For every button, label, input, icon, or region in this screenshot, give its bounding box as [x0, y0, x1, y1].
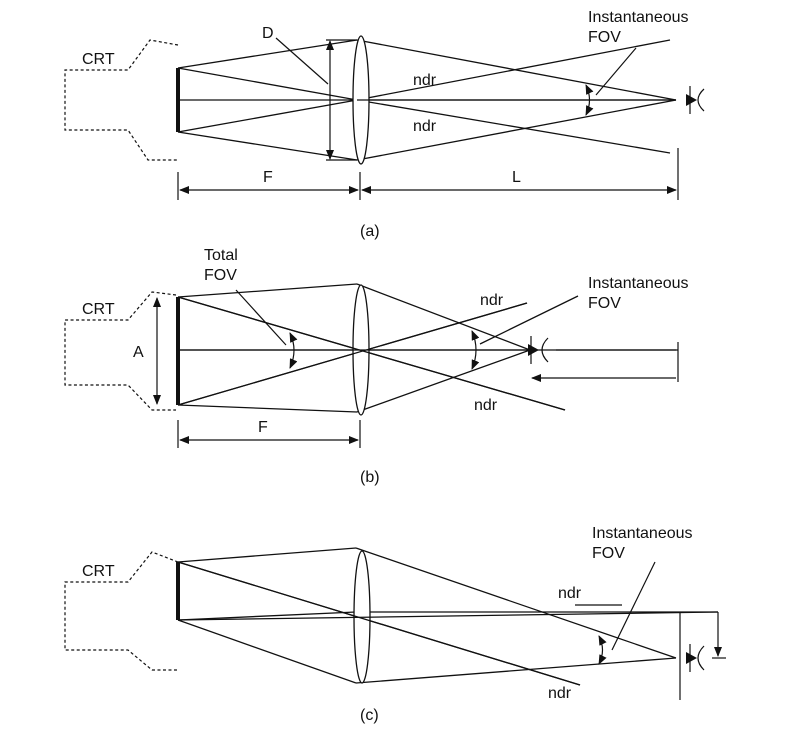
crt-outline-c	[64, 551, 179, 671]
inst-fov-line1-b: Instantaneous	[588, 275, 689, 292]
distance-label-a: L	[512, 169, 521, 186]
inst-fov-arc-c	[598, 635, 607, 665]
aperture-label: D	[262, 25, 274, 42]
screen-label: A	[133, 344, 144, 361]
inst-fov-arc-b	[471, 330, 480, 370]
focal-label-a: F	[263, 169, 273, 186]
aperture-leader	[275, 37, 329, 85]
crt-label-a: CRT	[82, 51, 115, 68]
inst-fov-line1-c: Instantaneous	[592, 525, 693, 542]
caption-a: (a)	[360, 223, 380, 240]
ray-label-upper-c: ndr	[558, 585, 582, 602]
inst-fov-leader-a	[595, 47, 637, 96]
inst-fov-arc-a	[585, 84, 594, 116]
inst-fov-line2-c: FOV	[592, 545, 625, 562]
caption-c: (c)	[360, 707, 379, 724]
caption-b: (b)	[360, 469, 380, 486]
total-fov-leader	[235, 289, 287, 346]
ray-label-lower-c: ndr	[548, 685, 572, 702]
ray-label-upper-b: ndr	[480, 292, 504, 309]
total-fov-line1: Total	[204, 247, 238, 264]
total-fov-line2: FOV	[204, 267, 237, 284]
panel-b: CRT A Total FOV ndr ndr Instantaneous FO	[64, 247, 689, 486]
crt-outline-a	[64, 39, 179, 161]
ray-label-lower-b: ndr	[474, 397, 498, 414]
inst-fov-line2-a: FOV	[588, 29, 621, 46]
ray-label-upper-a: ndr	[413, 72, 437, 89]
inst-fov-line2-b: FOV	[588, 295, 621, 312]
panel-c: CRT ndr ndr Instantaneous FOV	[64, 525, 726, 724]
total-fov-arc	[289, 332, 298, 369]
eye-icon-c	[686, 644, 705, 672]
eye-icon-b	[528, 336, 549, 364]
focal-label-b: F	[258, 419, 268, 436]
inst-fov-leader-c	[611, 561, 656, 651]
panel-a: CRT D ndr ndr Instantaneous FOV	[64, 9, 705, 240]
ray-label-lower-a: ndr	[413, 118, 437, 135]
inst-fov-line1-a: Instantaneous	[588, 9, 689, 26]
crt-outline-b	[64, 291, 177, 411]
crt-label-c: CRT	[82, 563, 115, 580]
eye-icon	[686, 86, 705, 114]
crt-label-b: CRT	[82, 301, 115, 318]
